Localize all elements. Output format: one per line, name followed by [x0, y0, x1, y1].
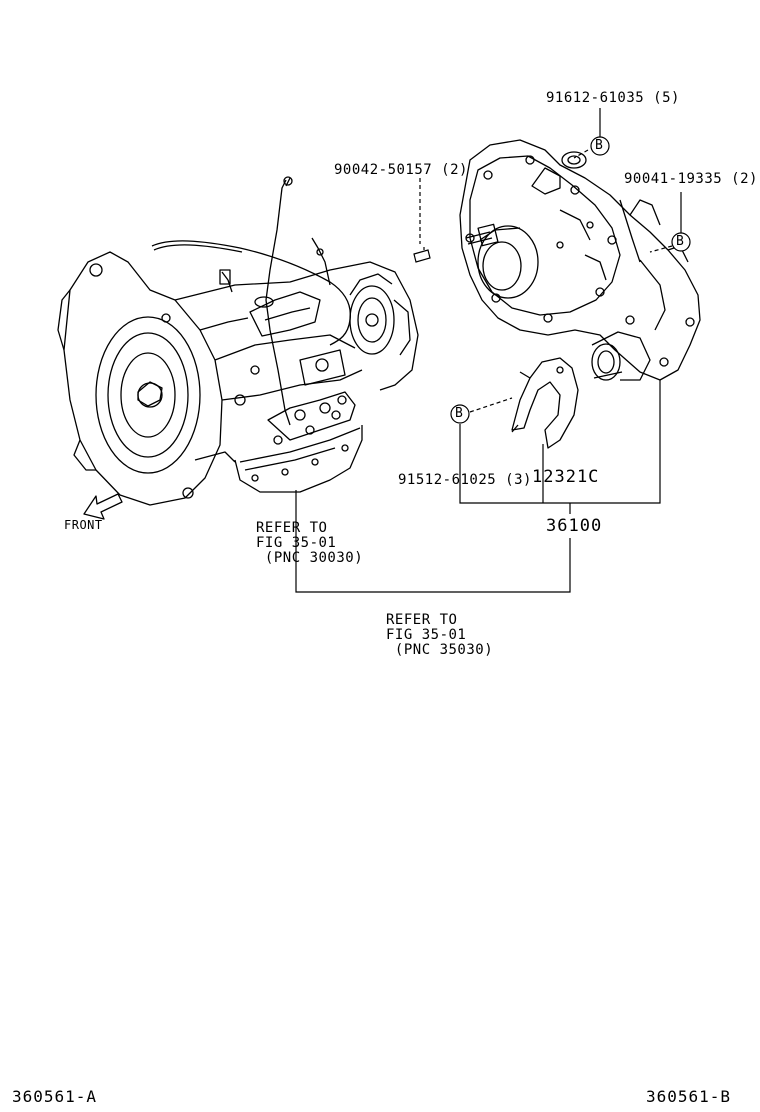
part-label-91612: 91612-61035 (5) — [546, 90, 680, 106]
part-label-36100: 36100 — [546, 516, 603, 536]
part-label-12321c: 12321C — [532, 467, 600, 487]
part-label-90042: 90042-50157 (2) — [334, 162, 468, 178]
part-label-91512: 91512-61025 (3) — [398, 472, 532, 488]
leader-lines — [295, 108, 682, 593]
transaxle-assembly-drawing — [57, 176, 419, 506]
refer-left-line3: (PNC 30030) — [256, 550, 364, 566]
callout-b-left — [450, 404, 470, 424]
refer-bottom-line2: FIG 35-01 — [386, 627, 467, 643]
callout-b-top — [590, 136, 610, 156]
figure-code-right: 360561-B — [646, 1087, 732, 1106]
refer-bottom-line1: REFER TO — [386, 612, 458, 628]
callout-b-left-letter: B — [455, 406, 464, 421]
dust-shield-drawing — [511, 357, 579, 449]
bolt-90042-drawing — [413, 244, 431, 263]
callout-b-right — [671, 232, 691, 252]
callout-b-right-letter: B — [676, 234, 685, 249]
transfer-case-drawing — [459, 139, 701, 381]
refer-bottom-line3: (PNC 35030) — [386, 642, 494, 658]
refer-left-line2: FIG 35-01 — [256, 535, 337, 551]
refer-left-line1: REFER TO — [256, 520, 328, 536]
part-label-90041: 90041-19335 (2) — [624, 171, 758, 187]
figure-code-left: 360561-A — [12, 1087, 98, 1106]
front-label: FRONT — [64, 518, 103, 532]
callout-b-top-letter: B — [595, 138, 604, 153]
front-arrow-icon — [83, 493, 123, 520]
